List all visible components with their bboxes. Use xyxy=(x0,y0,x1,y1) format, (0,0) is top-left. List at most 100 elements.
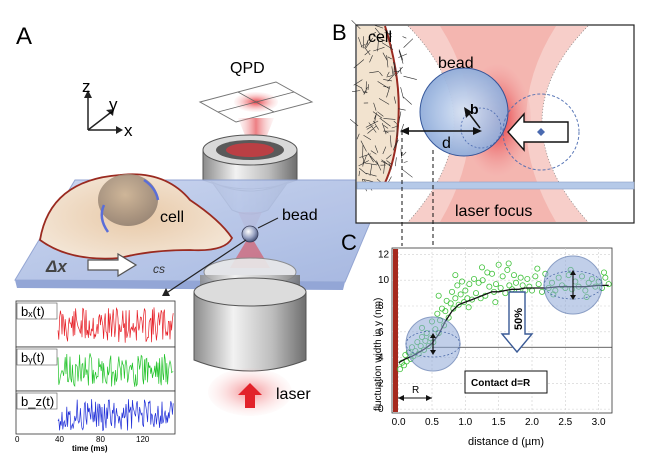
laser-arrow-icon xyxy=(238,383,262,408)
y-tick-label: 0 xyxy=(378,404,384,415)
axis-x-label: x xyxy=(124,121,133,140)
cell-wall-bar xyxy=(393,249,398,412)
lower-objective xyxy=(193,257,307,372)
contact-box xyxy=(464,370,548,394)
panel-a-label: A xyxy=(16,23,32,50)
x-tick-label: 0.5 xyxy=(425,417,439,428)
bead-pointer xyxy=(257,217,279,229)
actin-network xyxy=(349,20,417,192)
data-point xyxy=(478,264,485,271)
data-point xyxy=(504,266,511,273)
axis-z-label: z xyxy=(82,77,91,96)
qpd-label: QPD xyxy=(230,60,265,77)
data-point xyxy=(452,295,459,302)
data-point xyxy=(452,272,459,279)
data-point xyxy=(455,301,462,308)
data-point xyxy=(497,284,504,291)
data-point xyxy=(492,299,499,306)
d-label: d xyxy=(442,135,451,152)
axis-y-label: y xyxy=(109,95,118,114)
x-axis-label: distance d (µm) xyxy=(468,436,544,448)
cell-label-b: cell xyxy=(368,29,392,46)
delta-x-label: Δx xyxy=(45,257,68,276)
panel-c-label: C xyxy=(341,230,357,255)
bead-3d xyxy=(241,225,259,243)
bead-label-a: bead xyxy=(282,207,318,224)
b-vector-label: b xyxy=(470,101,479,117)
cell-label-a: cell xyxy=(160,209,184,226)
panel-b: B cell bead b d laser focus xyxy=(332,20,635,224)
data-point xyxy=(601,269,608,276)
trace-label-y: bᵧ(t) xyxy=(21,350,45,365)
substrate xyxy=(356,181,635,190)
y-tick-label: 8 xyxy=(378,301,384,312)
data-point xyxy=(505,260,512,267)
cell-3d xyxy=(39,173,234,260)
x-tick-label: 2.0 xyxy=(525,417,539,428)
trace-pointer xyxy=(167,239,247,293)
time-tick-120: 120 xyxy=(136,435,150,444)
data-point xyxy=(492,281,499,288)
y-tick-label: 6 xyxy=(378,327,384,338)
y-axis-label: fluctuation width in y (nm) xyxy=(373,298,384,411)
x-tick-label: 3.0 xyxy=(592,417,606,428)
cell-region xyxy=(357,26,399,185)
time-tick-40: 40 xyxy=(55,435,64,444)
x-tick-label: 2.5 xyxy=(558,417,572,428)
trace-line-x xyxy=(57,306,174,343)
axes-icon xyxy=(84,90,123,134)
data-point xyxy=(450,305,457,312)
trace-line-z xyxy=(57,399,174,432)
data-point xyxy=(470,275,477,282)
data-point xyxy=(396,366,403,373)
laser-label: laser xyxy=(276,386,311,403)
data-point xyxy=(445,314,452,321)
data-point xyxy=(517,274,524,281)
data-point xyxy=(486,283,493,290)
r-label: R xyxy=(412,385,419,396)
time-axis-label: time (ms) xyxy=(72,444,108,453)
y-tick-label: 2 xyxy=(378,378,384,389)
data-point xyxy=(532,273,539,280)
data-point xyxy=(457,291,464,298)
time-tick-80: 80 xyxy=(96,435,105,444)
trace-line-y xyxy=(57,353,174,387)
x-tick-label: 1.0 xyxy=(458,417,472,428)
cell-membrane xyxy=(383,25,400,186)
data-point xyxy=(448,288,455,295)
qpd-detector xyxy=(198,81,314,123)
panel-b-label: B xyxy=(332,20,347,45)
data-point xyxy=(454,282,461,289)
y-tick-label: 12 xyxy=(378,249,390,260)
percent-label: 50% xyxy=(513,308,525,330)
cs-label: cs xyxy=(153,262,165,276)
data-point xyxy=(499,273,506,280)
data-point xyxy=(472,290,479,297)
actin-fibers xyxy=(349,20,417,192)
x-tick-label: 1.5 xyxy=(492,417,506,428)
contact-label: Contact d=R xyxy=(471,378,531,389)
data-point xyxy=(468,296,475,303)
bead-inset-contact xyxy=(405,316,461,372)
time-tick-0: 0 xyxy=(15,435,20,444)
panel-a: A QPD z y x xyxy=(14,23,389,453)
y-tick-label: 10 xyxy=(378,275,390,286)
trace-label-z: b_z(t) xyxy=(21,394,54,409)
x-ticks: 0.0 0.5 1.0 1.5 2.0 2.5 3.0 xyxy=(392,417,606,428)
laser-focus-label: laser focus xyxy=(455,203,532,220)
data-point xyxy=(435,292,442,299)
bead-inset-far xyxy=(543,255,603,315)
data-point xyxy=(488,270,495,277)
bead-contact xyxy=(419,67,509,157)
percent-arrow-icon xyxy=(500,291,534,354)
trace-label-x: bₓ(t) xyxy=(21,304,45,319)
data-point xyxy=(535,281,542,288)
data-point xyxy=(465,304,472,311)
x-tick-label: 0.0 xyxy=(392,417,406,428)
data-point xyxy=(605,281,612,288)
data-point xyxy=(513,279,520,286)
